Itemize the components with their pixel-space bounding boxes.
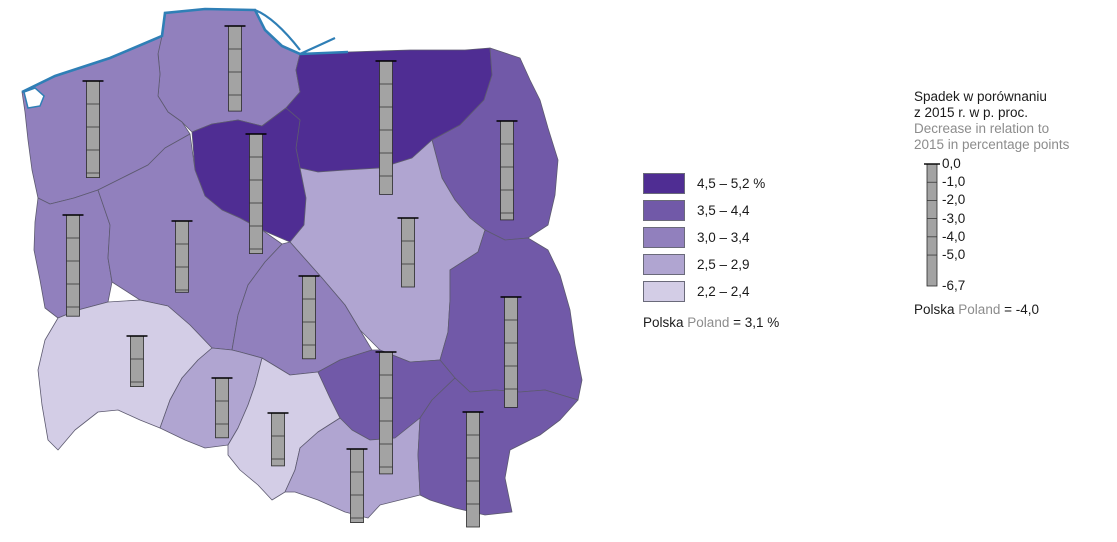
bar-body — [350, 448, 364, 523]
scale-label: -2,0 — [942, 192, 966, 208]
total-value: = 3,1 % — [733, 315, 780, 330]
bar-body — [302, 275, 316, 360]
legend-row: 3,5 – 4,4 — [643, 199, 903, 221]
poland-choropleth-map — [21, 7, 583, 528]
legend-label: 4,5 – 5,2 % — [697, 175, 766, 191]
bar-body — [66, 214, 80, 317]
bar-body — [86, 80, 100, 178]
legend-swatch — [643, 280, 685, 302]
decrease-bar-podkarpackie — [462, 411, 484, 528]
bar-body — [500, 120, 514, 221]
decrease-bar-slaskie — [267, 412, 289, 467]
region-podkarpackie — [417, 377, 579, 516]
decrease-bar-warminsko-mazurskie — [375, 60, 397, 195]
bar-scale: 0,0 -1,0 -2,0 -3,0 -4,0 -5,0 -6,7 — [914, 156, 1114, 302]
bar-legend-title-en-2: 2015 in percentage points — [914, 137, 1070, 152]
decrease-bar-kujawsko-pomorskie — [245, 133, 267, 254]
bar-body — [401, 217, 415, 288]
legend-row: 4,5 – 5,2 % — [643, 172, 903, 194]
scale-label: -4,0 — [942, 228, 966, 244]
coast-line — [21, 7, 349, 94]
legend-swatch — [643, 199, 685, 221]
decrease-bar-opolskie — [211, 377, 233, 439]
decrease-bar-wielkopolskie — [171, 220, 193, 293]
bar-body — [228, 25, 242, 112]
bar-body — [130, 335, 144, 387]
scale-label: -3,0 — [942, 210, 966, 226]
total-pl: Polska — [643, 315, 684, 330]
legend-swatch — [643, 172, 685, 194]
poland-total-decrease: Polska Poland = -4,0 — [914, 302, 1114, 317]
szczecin-lagoon — [23, 87, 45, 109]
decrease-bars — [62, 25, 522, 528]
legend-label: 3,5 – 4,4 — [697, 202, 750, 218]
hel-peninsula — [254, 8, 301, 51]
total-en: Poland — [687, 315, 730, 330]
legend-row: 2,5 – 2,9 — [643, 253, 903, 275]
decrease-bar-dolnoslaskie — [126, 335, 148, 387]
bar-legend-title-pl-1: Spadek w porównaniu — [914, 89, 1047, 104]
bar-body — [379, 60, 393, 195]
bar-body — [379, 351, 393, 475]
gulf-coast — [299, 37, 336, 56]
legend-row: 3,0 – 3,4 — [643, 226, 903, 248]
bar-total-value: = -4,0 — [1004, 302, 1040, 317]
decrease-bar-lubelskie — [500, 296, 522, 408]
voivodeship-regions — [21, 8, 583, 519]
legend-swatch — [643, 226, 685, 248]
decrease-bar-lubuskie — [62, 214, 84, 317]
scale-label: -1,0 — [942, 174, 966, 190]
legend-swatch — [643, 253, 685, 275]
bar-scale-legend: Spadek w porównaniu z 2015 r. w p. proc.… — [914, 89, 1114, 317]
legend-classes: 4,5 – 5,2 % 3,5 – 4,4 3,0 – 3,4 2,5 – 2,9 2,… — [643, 172, 903, 302]
bar-total-en: Poland — [958, 302, 1001, 317]
bar-body — [466, 411, 480, 528]
legend-label: 2,5 – 2,9 — [697, 256, 750, 272]
decrease-bar-lodzkie — [298, 275, 320, 360]
choropleth-legend: 4,5 – 5,2 % 3,5 – 4,4 3,0 – 3,4 2,5 – 2,9 2,… — [643, 172, 903, 330]
bar-body — [215, 377, 229, 439]
bar-total-pl: Polska — [914, 302, 955, 317]
bar-legend-title-en-1: Decrease in relation to — [914, 121, 1050, 136]
bar-scale-graphic — [924, 163, 940, 287]
bar-legend-title-pl-2: z 2015 r. w p. proc. — [914, 105, 1029, 120]
scale-label: -5,0 — [942, 247, 966, 263]
legend-label: 3,0 – 3,4 — [697, 229, 750, 245]
decrease-bar-malopolskie — [346, 448, 368, 523]
baltic-coast — [21, 7, 349, 109]
poland-total-rate: Polska Poland = 3,1 % — [643, 315, 903, 330]
legend-label: 2,2 – 2,4 — [697, 283, 750, 299]
decrease-bar-mazowieckie — [397, 217, 419, 288]
decrease-bar-zachodniopomorskie — [82, 80, 104, 178]
decrease-bar-podlaskie — [496, 120, 518, 221]
decrease-bar-swietokrzyskie — [375, 351, 397, 475]
scale-label: -6,7 — [942, 278, 966, 293]
bar-body — [271, 412, 285, 467]
bar-body — [175, 220, 189, 293]
scale-label: 0,0 — [942, 156, 961, 171]
decrease-bar-pomorskie — [224, 25, 246, 112]
bar-body — [504, 296, 518, 408]
legend-row: 2,2 – 2,4 — [643, 280, 903, 302]
bar-body — [249, 133, 263, 254]
